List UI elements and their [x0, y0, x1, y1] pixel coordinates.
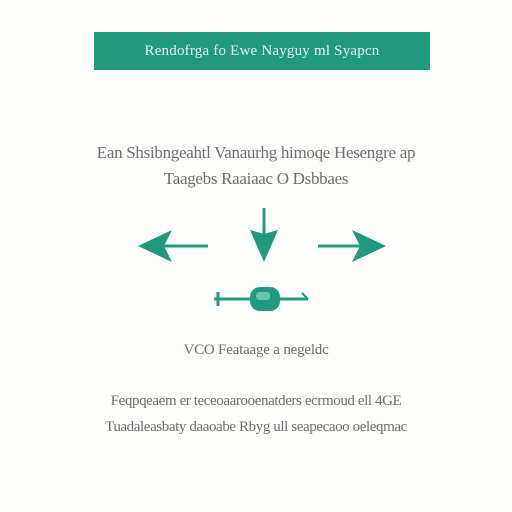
diagram-caption: VCO Feataage a negeldc: [183, 342, 329, 358]
arrow-down-icon: [248, 208, 280, 264]
body-line-1: Feqpqeaem er teceoaarooenatders ecrmoud …: [110, 393, 402, 409]
title-banner: Rendofrga fo Ewe Nayguy ml Syapcn: [94, 32, 430, 70]
heading-line-2: Taagebs Raaiaac O Dsbbaes: [163, 169, 349, 188]
arrow-right-icon: [318, 228, 388, 264]
syringe-icon: [214, 283, 310, 315]
heading-block: Ean Shsibngeahtl Vanaurhg himoqe Hesengr…: [40, 140, 472, 192]
arrow-left-icon: [138, 228, 210, 264]
body-text: Feqpqeaem er teceoaarooenatders ecrmoud …: [30, 388, 482, 440]
banner-title: Rendofrga fo Ewe Nayguy ml Syapcn: [144, 42, 380, 59]
body-line-2: Tuadaleasbaty daaoabe Rbyg ull seapecaoo…: [105, 419, 407, 435]
heading-line-1: Ean Shsibngeahtl Vanaurhg himoqe Hesengr…: [96, 143, 416, 162]
